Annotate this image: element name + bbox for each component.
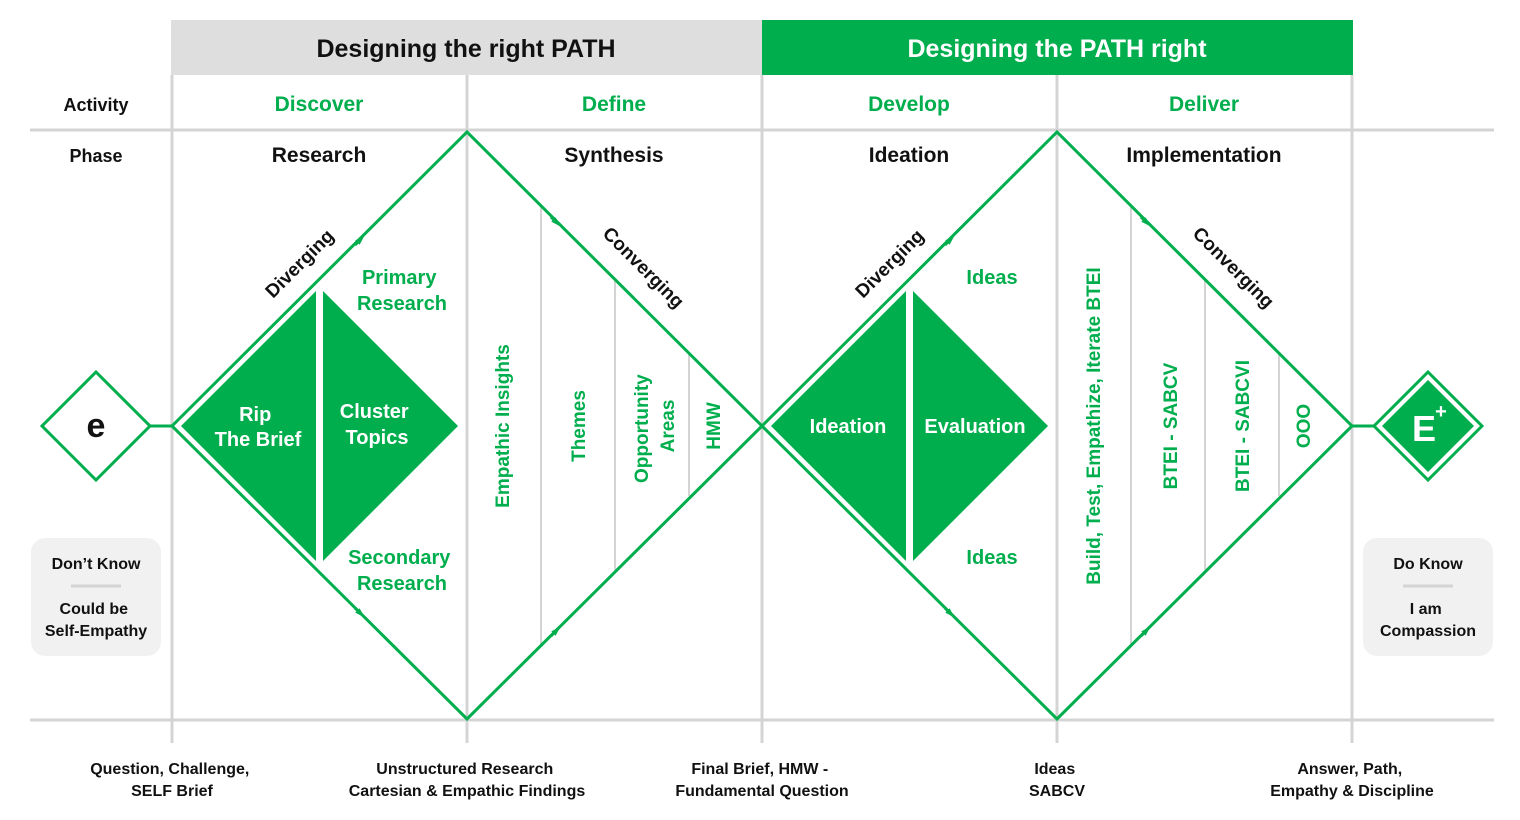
start-note-box (31, 538, 161, 656)
btei-full-label: Build, Test, Empathize, Iterate BTEI (1084, 267, 1105, 584)
diamond-2-outline (759, 129, 1355, 722)
empathic-insights-label: Empathic Insights (493, 344, 514, 508)
end-icon-plus: + (1435, 401, 1447, 423)
arrow-secondary-2 (943, 606, 955, 618)
rip-the-brief-shape (181, 291, 316, 561)
activity-row-label: Activity (63, 95, 128, 115)
start-note-bottom: Could be Self-Empathy (45, 601, 147, 640)
arrow-converging-1 (549, 215, 561, 227)
btei-sabcvi-label: BTEI - SABCVI (1233, 360, 1254, 492)
end-note-top: Do Know (1393, 556, 1463, 573)
diverging-label-2: Diverging (852, 226, 929, 303)
output-start: Question, Challenge, SELF Brief (90, 761, 254, 800)
rip-the-brief-label: Rip The Brief (215, 404, 302, 451)
ideas-bottom-label: Ideas (966, 547, 1017, 569)
end-note-bottom: I am Compassion (1380, 601, 1476, 640)
end-note-box (1363, 538, 1493, 656)
ideation-shape (771, 291, 906, 561)
ooo-label: OOO (1294, 404, 1315, 448)
header-left-title: Designing the right PATH (316, 35, 615, 63)
activity-discover: Discover (275, 93, 364, 116)
arrow-secondary-1 (353, 606, 365, 618)
capital-e-plus-icon: E + (1371, 369, 1485, 483)
activity-deliver: Deliver (1169, 93, 1239, 116)
header-bar-left (171, 20, 762, 75)
output-research: Unstructured Research Cartesian & Empath… (349, 761, 586, 800)
ideas-top-label: Ideas (966, 267, 1017, 289)
arrow-diverging-1 (353, 235, 365, 247)
arrow-diverging-2 (943, 235, 955, 247)
output-ideas: Ideas SABCV (1029, 761, 1085, 800)
evaluation-shape (913, 291, 1048, 561)
activity-develop: Develop (868, 93, 950, 116)
start-note-top: Don’t Know (52, 556, 141, 573)
header-bar-right (762, 20, 1353, 75)
inner-column-dividers (540, 205, 1280, 645)
arrow-converging-2 (1139, 215, 1151, 227)
arrow-return-1 (549, 626, 561, 638)
phase-research: Research (272, 144, 367, 167)
phase-ideation: Ideation (869, 144, 950, 167)
end-icon-letter: E (1412, 408, 1436, 449)
output-brief: Final Brief, HMW - Fundamental Question (675, 761, 848, 800)
small-e-icon: e (39, 369, 153, 483)
grid-lines (30, 75, 1494, 743)
cluster-topics-label: Cluster Topics (340, 401, 414, 449)
converging-label-2: Converging (1188, 223, 1277, 312)
phase-implementation: Implementation (1126, 144, 1281, 167)
phase-synthesis: Synthesis (564, 144, 663, 167)
secondary-research-label: Secondary Research (348, 547, 456, 595)
cluster-topics-shape (323, 291, 458, 561)
hmw-label: HMW (704, 402, 725, 450)
ideation-label: Ideation (810, 416, 887, 438)
converging-label-1: Converging (598, 223, 687, 312)
primary-research-label: Primary Research (357, 267, 447, 315)
phase-row-label: Phase (69, 146, 122, 166)
header-right-title: Designing the PATH right (907, 35, 1207, 63)
diverging-label-1: Diverging (262, 226, 339, 303)
opportunity-areas-label: Opportunity Areas (632, 369, 679, 483)
themes-label: Themes (569, 390, 590, 462)
arrow-return-2 (1139, 626, 1151, 638)
activity-define: Define (582, 93, 646, 116)
output-answer: Answer, Path, Empathy & Discipline (1270, 761, 1434, 800)
btei-sabcv-label: BTEI - SABCV (1161, 362, 1182, 489)
evaluation-label: Evaluation (924, 416, 1025, 438)
start-icon-letter: e (87, 407, 106, 445)
